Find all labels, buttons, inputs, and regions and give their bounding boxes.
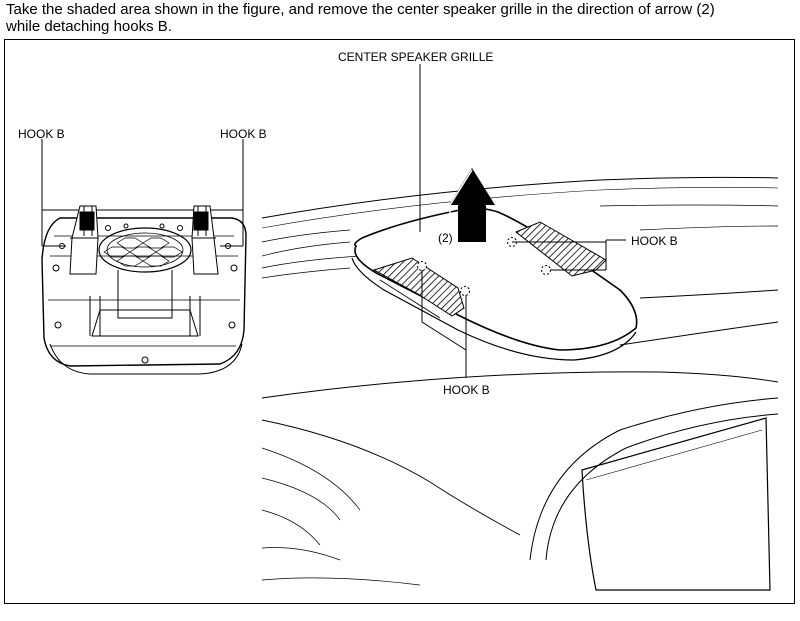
instruction-line-2: while detaching hooks B. <box>6 18 172 35</box>
hook-b-detail-right-label: HOOK B <box>220 127 267 141</box>
arrow-step-label: (2) <box>438 231 453 245</box>
figure-frame <box>4 39 795 604</box>
center-speaker-grille <box>351 207 638 361</box>
leader-lines <box>419 64 626 378</box>
hook-b-right-label: HOOK B <box>631 234 678 248</box>
instruction-line-1: Take the shaded area shown in the figure… <box>6 1 715 18</box>
removal-arrow <box>449 168 495 242</box>
hook-b-bottom-label: HOOK B <box>443 383 490 397</box>
dashboard-outline <box>261 176 779 591</box>
hook-b-detail-left-part <box>69 205 99 275</box>
center-speaker-grille-label: CENTER SPEAKER GRILLE <box>338 50 493 64</box>
hook-b-detail-left-label: HOOK B <box>18 127 65 141</box>
instruction-text: Take the shaded area shown in the figure… <box>6 1 796 35</box>
hook-b-detail-right-part <box>191 205 219 275</box>
